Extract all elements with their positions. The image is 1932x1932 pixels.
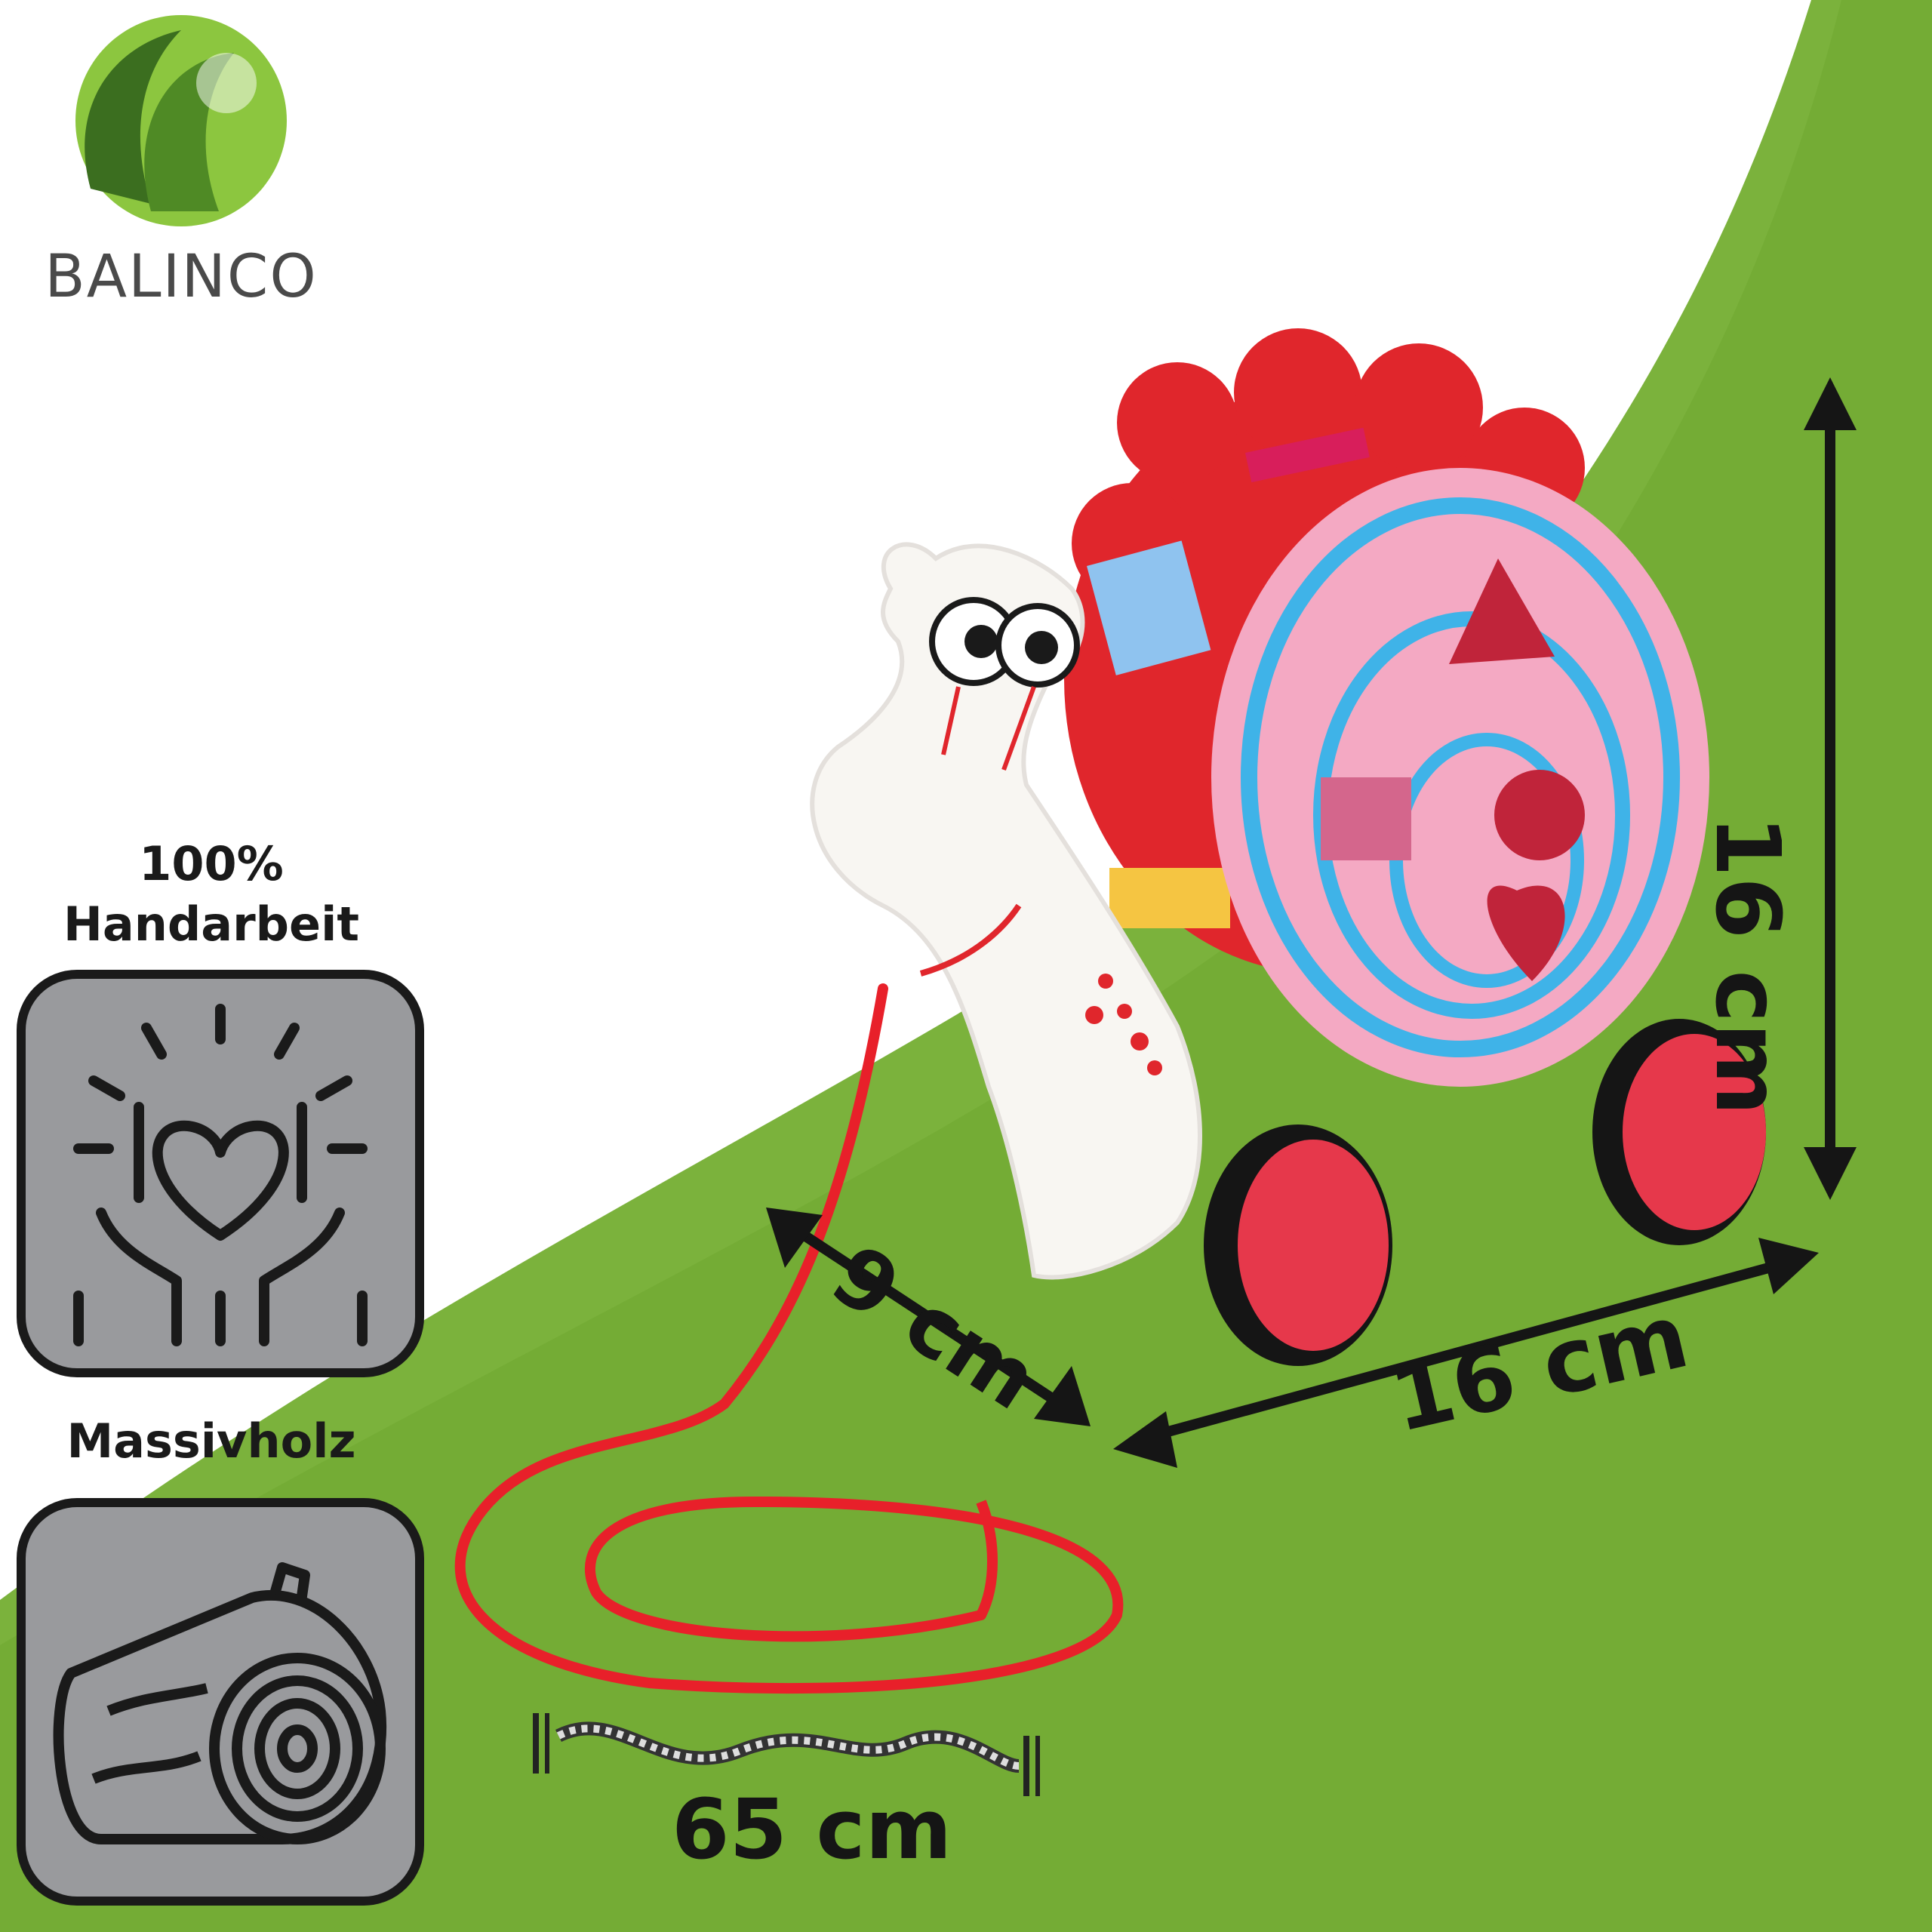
balinco-swoosh-logo: [75, 15, 287, 226]
snail-body: [810, 542, 1202, 1280]
rope-length-symbol: [533, 1713, 1040, 1796]
handmade-badge: [17, 970, 424, 1377]
pull-rope: [454, 983, 1124, 1694]
rope-length-label: 65 cm: [672, 1781, 952, 1878]
wood-log-icon: [53, 1562, 387, 1844]
snail-shell: [1064, 328, 1709, 1087]
feature-label-wood: Massivholz: [66, 1414, 356, 1469]
snail-wheels: [1204, 1019, 1766, 1366]
brand-name: BALINCO: [45, 243, 318, 311]
hands-heart-icon: [73, 1004, 368, 1346]
dimension-arrows: [766, 377, 1857, 1468]
feature-label-handmade: 100% Handarbeit: [63, 836, 359, 952]
wood-badge: [17, 1498, 424, 1906]
height-dimension-label: 16 cm: [1696, 815, 1800, 1116]
